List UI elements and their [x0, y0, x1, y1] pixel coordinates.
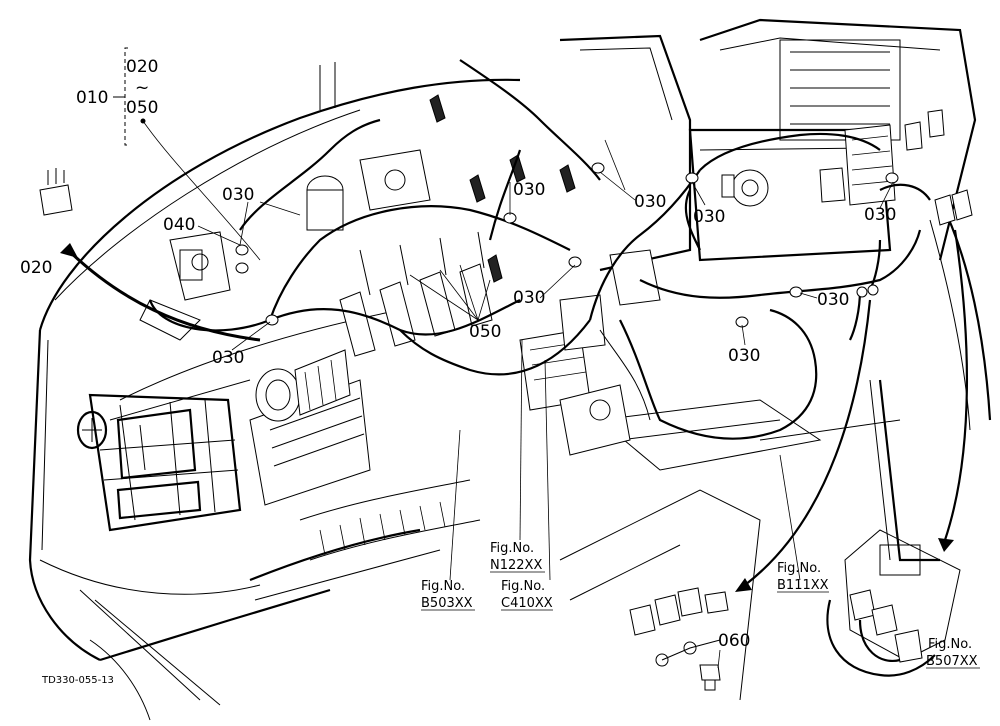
fuel-pump-assembly — [306, 149, 431, 231]
drawing-id: TD330-055-13 — [41, 675, 114, 686]
callout-060: 060 — [718, 631, 750, 651]
callout-030-center: 030 — [513, 288, 545, 308]
callout-030-alternator: 030 — [693, 207, 725, 227]
leader-lines — [60, 47, 968, 669]
callout-050: 050 — [469, 322, 501, 342]
wiring-harness — [148, 59, 936, 677]
ecu-module — [819, 124, 896, 206]
inset-b507 — [844, 529, 961, 663]
hydraulic-valve-block — [559, 249, 661, 456]
starter-motor — [255, 349, 351, 422]
callout-030-right-top: 030 — [634, 192, 666, 212]
fig-ref-n122-prefix: Fig.No. — [490, 541, 534, 556]
connector-020 — [39, 168, 73, 216]
inset-c410 — [629, 587, 729, 691]
glow-plugs — [429, 94, 576, 283]
callout-020: 020 — [20, 258, 52, 278]
figure-references: Fig.No. N122XX Fig.No. C410XX Fig.No. B5… — [421, 541, 980, 669]
callout-010: 010 — [76, 88, 108, 108]
callout-030-right-mid: 030 — [817, 290, 849, 310]
callout-030-center-top: 030 — [513, 180, 545, 200]
callout-030-right-lower: 030 — [728, 346, 760, 366]
callout-030-left-bottom: 030 — [212, 348, 244, 368]
harness-clamps — [235, 162, 899, 328]
fig-ref-c410: C410XX — [501, 596, 553, 611]
fig-ref-b111-prefix: Fig.No. — [777, 561, 821, 576]
fig-ref-b503: B503XX — [421, 596, 473, 611]
fig-ref-c410-prefix: Fig.No. — [501, 579, 545, 594]
right-connectors — [904, 109, 973, 226]
callout-020-range-start: 020 — [126, 57, 158, 77]
callout-030-left-top: 030 — [222, 185, 254, 205]
fig-ref-b507-prefix: Fig.No. — [928, 637, 972, 652]
alternator — [721, 169, 769, 207]
callout-040: 040 — [163, 215, 195, 235]
fig-ref-b503-prefix: Fig.No. — [421, 579, 465, 594]
fig-ref-b507: B507XX — [926, 654, 978, 669]
fuel-injection-pump — [139, 231, 231, 341]
cab-structure — [559, 18, 992, 701]
callout-labels: 010 020 ~ 050 020 040 030 030 030 030 03… — [20, 57, 896, 651]
tractor-hood-outline — [28, 62, 521, 721]
fig-ref-n122: N122XX — [490, 558, 542, 573]
callout-050-range-end: 050 — [126, 98, 158, 118]
fig-ref-b111: B111XX — [777, 578, 829, 593]
callout-030-ecu: 030 — [864, 205, 896, 225]
callout-range-tilde: ~ — [135, 78, 149, 98]
